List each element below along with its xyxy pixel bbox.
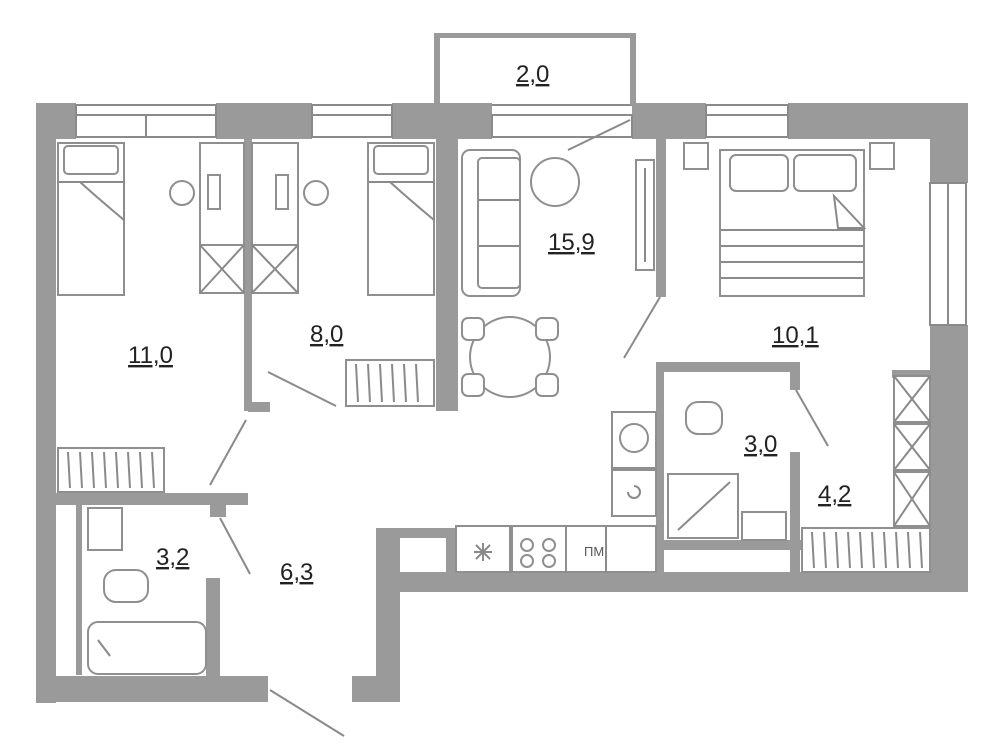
pillow-4	[793, 154, 857, 192]
kitchen: ПМ	[455, 411, 657, 573]
master-bedroom: 10,1	[683, 142, 931, 573]
coffee-table	[530, 157, 580, 207]
laptop	[207, 174, 221, 210]
area-bedroom-left: 11,0	[128, 342, 173, 369]
dining-chair-3	[461, 373, 485, 397]
dishwasher-label: ПМ	[584, 544, 604, 559]
door-shower	[795, 389, 829, 447]
bedroom-left: 11,0	[57, 142, 247, 493]
toilet-shower	[685, 401, 723, 435]
door-master-bedroom	[623, 296, 661, 359]
bedroom-middle: 8,0	[251, 142, 435, 407]
area-hallway: 6,3	[280, 559, 313, 586]
nightstand-right	[869, 142, 895, 170]
boiler	[611, 469, 657, 517]
interior-walls	[56, 139, 930, 676]
balcony-door	[567, 119, 631, 151]
cabinet	[87, 507, 123, 551]
area-wardrobe: 4,2	[818, 481, 851, 508]
dining-chair-1	[461, 317, 485, 341]
chair-middle	[303, 180, 329, 206]
pillow-3	[729, 154, 789, 192]
radiator-left	[57, 447, 165, 493]
chair-left	[169, 180, 195, 206]
dining-table	[469, 316, 551, 398]
area-bedroom-middle: 8,0	[310, 321, 343, 348]
shower-sink	[741, 511, 787, 541]
door-bathroom	[219, 517, 251, 575]
dining-chair-2	[535, 317, 559, 341]
windows	[75, 104, 967, 326]
living-kitchen: 15,9	[461, 119, 661, 398]
radiator-middle	[345, 359, 435, 407]
pillow-2	[373, 145, 429, 175]
desk-left	[199, 142, 245, 246]
balcony	[434, 33, 636, 106]
toilet-bath	[103, 569, 149, 603]
door-middle-bedroom	[267, 371, 337, 407]
door-left-bedroom	[209, 419, 247, 486]
area-shower-room: 3,0	[744, 431, 777, 458]
shower-room: 3,0	[667, 389, 829, 541]
fridge	[455, 525, 511, 573]
stove	[511, 525, 567, 573]
area-master-bedroom: 10,1	[772, 322, 819, 349]
area-living-kitchen: 15,9	[548, 229, 595, 256]
bathroom: 3,2	[87, 507, 207, 675]
area-balcony: 2,0	[516, 61, 549, 88]
dining-chair-4	[535, 373, 559, 397]
exterior-walls	[36, 103, 968, 703]
area-bathroom: 3,2	[156, 544, 189, 571]
pillow	[63, 145, 119, 175]
bathtub	[87, 621, 207, 675]
laptop-2	[275, 174, 289, 210]
hallway: 6,3	[219, 517, 345, 737]
entrance-door	[269, 689, 345, 737]
nightstand-left	[683, 142, 709, 170]
